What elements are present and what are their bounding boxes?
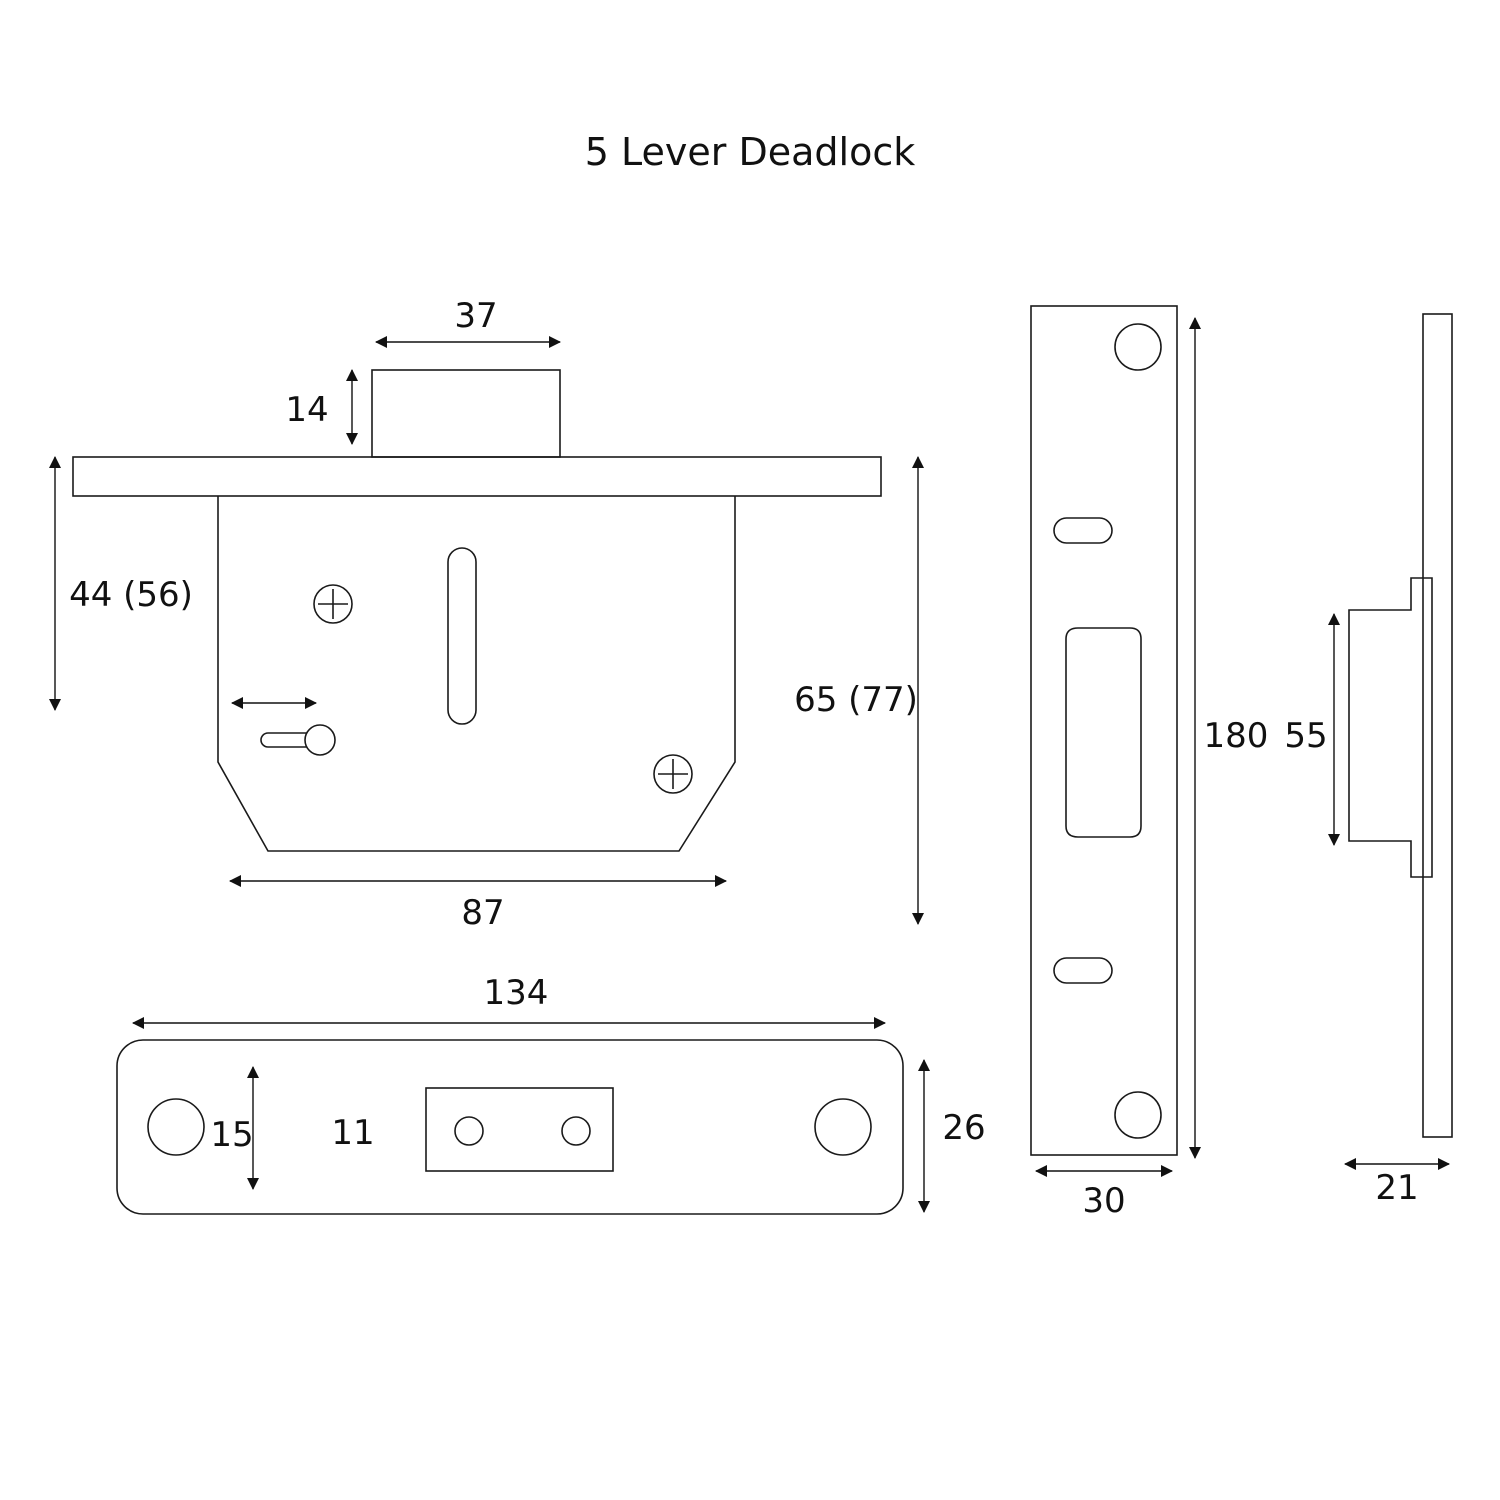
screw-icon	[313, 584, 353, 624]
forend-plate: 180 30	[1030, 305, 1269, 1221]
side-profile: 55 21	[1284, 313, 1453, 1208]
diagram-title: 5 Lever Deadlock	[585, 130, 915, 174]
strike-plate: 134 15 11 26	[116, 973, 986, 1215]
dimension-bolt-width: 37	[454, 296, 497, 336]
lock-case-front-view: 37 14 44 (56) 65 (77) 87	[49, 296, 924, 933]
forend-body	[1030, 305, 1178, 1156]
dimension-strike-length: 134	[484, 973, 549, 1013]
dimension-recess-depth: 11	[331, 1113, 374, 1153]
forend-slot	[1053, 517, 1113, 544]
lock-case-body	[217, 496, 736, 852]
side-forend	[1422, 313, 1453, 1138]
vertical-slot	[447, 547, 477, 725]
forend-screw-hole	[1114, 1091, 1162, 1139]
screw-icon	[653, 754, 693, 794]
dimension-backset: 44 (56)	[69, 575, 193, 615]
strike-screw-hole	[147, 1098, 205, 1156]
strike-screw-hole	[814, 1098, 872, 1156]
dimension-strike-hole-spacing: 15	[210, 1115, 253, 1155]
forend-slot	[1053, 957, 1113, 984]
dimension-forend-width: 30	[1082, 1181, 1125, 1221]
strike-plate-body	[116, 1039, 904, 1215]
recess-hole	[561, 1116, 591, 1146]
dimension-forend-length: 180	[1204, 716, 1269, 756]
lock-forend-bar	[72, 456, 882, 497]
dimension-strike-height: 26	[942, 1108, 985, 1148]
bolt-recess	[425, 1087, 614, 1172]
dimension-case-height: 65 (77)	[794, 680, 918, 720]
dimension-side-thickness: 21	[1375, 1168, 1418, 1208]
bolt	[371, 369, 561, 458]
dimension-bolt-throw: 14	[285, 390, 328, 430]
bolt-opening	[1065, 627, 1142, 838]
dimension-side-case-height: 55	[1284, 716, 1327, 756]
dimension-case-depth: 87	[461, 893, 504, 933]
recess-hole	[454, 1116, 484, 1146]
forend-screw-hole	[1114, 323, 1162, 371]
keyhole-icon	[260, 724, 336, 756]
side-case	[1348, 577, 1433, 878]
